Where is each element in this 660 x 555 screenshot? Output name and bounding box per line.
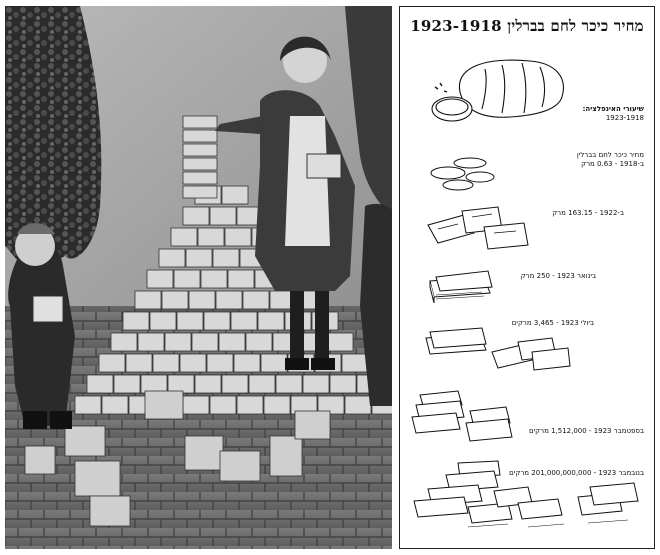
price-1918: ב-1918 - 0.63 מרק bbox=[581, 160, 644, 168]
bread-loaf-illustration bbox=[430, 47, 570, 137]
panel-title: מחיר כיכר לחם בברלין 1923-1918 bbox=[410, 17, 644, 35]
bread-price-panel: מחיר כיכר לחם בברלין 1923-1918 שיעורי הא… bbox=[399, 6, 655, 549]
y1922-row-label: ב-1922 - 163.15 מרק bbox=[552, 209, 624, 217]
coins-row-label: מחיר כיכר לחם בברלין ב-1918 - 0.63 מרק bbox=[577, 151, 644, 169]
banknotes-jan1923-illustration bbox=[426, 267, 496, 303]
photo-children-stacking-banknotes bbox=[5, 6, 392, 549]
jul1923-row-label: ביולי 1923 - 3,465 מרקים bbox=[511, 319, 594, 327]
price-intro: מחיר כיכר לחם בברלין bbox=[576, 151, 644, 159]
sep1923-row-label: בספטמבר 1923 - 1,512,000 מרקים bbox=[528, 427, 644, 435]
inflation-years: 1923-1918 bbox=[605, 114, 644, 122]
nov1923-row-label: בנובמבר 1923 - 201,000,000,000 מרקים bbox=[509, 469, 644, 477]
inflation-label: שיעורי האינפלציה: bbox=[582, 105, 644, 113]
banknotes-1922-illustration bbox=[424, 205, 534, 253]
bread-row-label: שיעורי האינפלציה: 1923-1918 bbox=[583, 105, 644, 123]
coins-illustration bbox=[428, 153, 498, 193]
banknotes-nov1923-illustration bbox=[408, 457, 648, 537]
banknotes-jul1923-illustration bbox=[422, 322, 572, 372]
banknotes-sep1923-illustration bbox=[408, 387, 518, 442]
jan1923-row-label: בינואר 1923 - 250 מרק bbox=[520, 272, 596, 280]
photo-illustration bbox=[5, 6, 392, 549]
